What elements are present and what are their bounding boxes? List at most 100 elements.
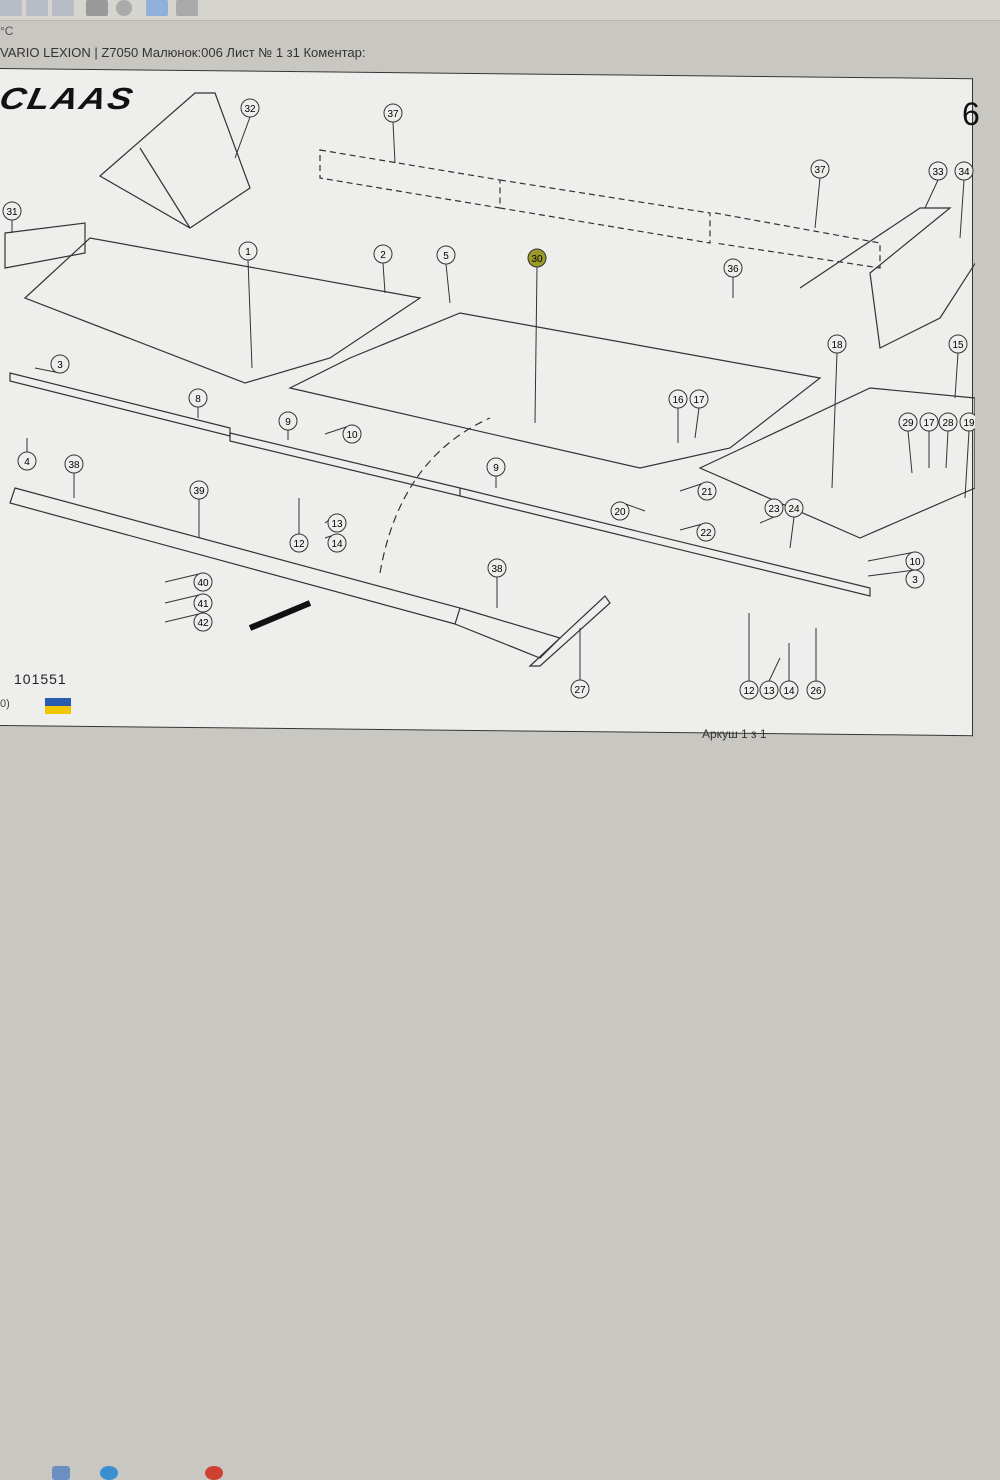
- callout-37[interactable]: 37: [810, 159, 830, 229]
- callout-13[interactable]: 13: [324, 513, 347, 533]
- callout-number: 29: [902, 418, 914, 429]
- forward-2-icon[interactable]: [52, 0, 74, 16]
- callout-10[interactable]: 10: [324, 424, 362, 444]
- part-rail-38: [454, 607, 562, 659]
- leader-line: [954, 352, 959, 399]
- callout-42[interactable]: 42: [164, 612, 213, 632]
- callout-number: 16: [672, 395, 684, 406]
- callout-41[interactable]: 41: [164, 593, 213, 613]
- callout-19[interactable]: 19: [959, 412, 975, 499]
- callout-circle: [278, 411, 298, 431]
- callout-37[interactable]: 37: [383, 103, 403, 164]
- callout-circle: [668, 389, 688, 409]
- callout-number: 17: [693, 395, 705, 406]
- callout-12[interactable]: 12: [289, 498, 309, 553]
- callout-circle: [723, 258, 743, 278]
- callout-13[interactable]: 13: [759, 657, 781, 700]
- callout-number: 34: [958, 167, 970, 178]
- callout-15[interactable]: 15: [948, 334, 968, 399]
- info-icon[interactable]: [116, 0, 132, 16]
- callout-38[interactable]: 38: [487, 558, 507, 608]
- callout-28[interactable]: 28: [938, 412, 958, 469]
- callout-40[interactable]: 40: [164, 572, 213, 592]
- part-tube-37: [319, 149, 881, 269]
- callout-4[interactable]: 4: [17, 438, 37, 471]
- ukraine-flag-icon[interactable]: [45, 698, 71, 714]
- part-bracket-32: [98, 92, 251, 229]
- callout-33[interactable]: 33: [924, 161, 948, 209]
- callout-23[interactable]: 23: [759, 498, 784, 524]
- callout-3[interactable]: 3: [34, 354, 70, 374]
- leader-line: [924, 179, 939, 209]
- callout-circle: [373, 244, 393, 264]
- files-icon[interactable]: [52, 1466, 70, 1480]
- callout-9[interactable]: 9: [278, 411, 298, 440]
- parts-diagram: 3237373334353112530361815381617291728199…: [2, 92, 975, 700]
- dashed-arrow: [379, 417, 491, 574]
- chrome-icon[interactable]: [205, 1466, 223, 1480]
- callout-32[interactable]: 32: [234, 98, 260, 159]
- leader-line: [768, 657, 781, 682]
- callout-17[interactable]: 17: [919, 412, 939, 468]
- callout-circle: [487, 558, 507, 578]
- callout-20[interactable]: 20: [610, 501, 646, 521]
- callout-circle: [759, 680, 779, 700]
- callout-circle: [327, 513, 347, 533]
- callout-circle: [527, 248, 547, 268]
- callout-22[interactable]: 22: [679, 522, 716, 542]
- callout-21[interactable]: 21: [679, 481, 717, 501]
- callout-38[interactable]: 38: [64, 454, 84, 498]
- arrow-direction: [248, 600, 312, 631]
- callout-36[interactable]: 36: [723, 258, 743, 298]
- callout-27[interactable]: 27: [570, 628, 590, 699]
- info-2-icon[interactable]: [176, 0, 198, 16]
- callout-34[interactable]: 34: [954, 161, 974, 239]
- callout-14[interactable]: 14: [324, 533, 347, 553]
- callout-number: 42: [197, 618, 209, 629]
- callout-3[interactable]: 3: [867, 569, 925, 589]
- callout-39[interactable]: 39: [189, 480, 209, 538]
- forward-icon[interactable]: [26, 0, 48, 16]
- callout-24[interactable]: 24: [784, 498, 804, 549]
- callout-14[interactable]: 14: [779, 643, 799, 700]
- callout-number: 13: [763, 686, 775, 697]
- back-icon[interactable]: [0, 0, 22, 16]
- callout-29[interactable]: 29: [898, 412, 918, 474]
- callout-circle: [238, 241, 258, 261]
- print-icon[interactable]: [86, 0, 108, 16]
- callout-9[interactable]: 9: [486, 457, 506, 488]
- callout-number: 36: [727, 264, 739, 275]
- callout-1[interactable]: 1: [238, 241, 258, 369]
- callout-circle: [779, 680, 799, 700]
- callout-18[interactable]: 18: [827, 334, 847, 489]
- select-arrow-icon[interactable]: [146, 0, 168, 16]
- callout-17[interactable]: 17: [689, 389, 709, 439]
- sheet-indicator: Аркуш 1 з 1: [702, 727, 767, 741]
- part-strip-31: [4, 222, 86, 269]
- unit-label: °C: [0, 24, 14, 38]
- callout-26[interactable]: 26: [806, 628, 826, 700]
- leader-line: [445, 263, 451, 304]
- leader-line: [234, 116, 251, 159]
- callout-number: 37: [814, 165, 826, 176]
- leader-line: [164, 572, 204, 583]
- callout-31[interactable]: 31: [2, 201, 22, 233]
- callout-number: 39: [193, 486, 205, 497]
- callout-16[interactable]: 16: [668, 389, 688, 443]
- part-bar-9: [229, 432, 871, 597]
- callout-number: 10: [346, 430, 358, 441]
- callout-circle: [948, 334, 968, 354]
- callout-12[interactable]: 12: [739, 613, 759, 700]
- callout-2[interactable]: 2: [373, 244, 393, 294]
- callout-circle: [610, 501, 630, 521]
- leader-line: [867, 551, 916, 562]
- edge-icon[interactable]: [100, 1466, 118, 1480]
- part-bracket-33: [799, 207, 975, 349]
- callout-number: 14: [783, 686, 795, 697]
- callout-10[interactable]: 10: [867, 551, 925, 571]
- callout-5[interactable]: 5: [436, 245, 456, 304]
- callout-number: 18: [831, 340, 843, 351]
- callout-30[interactable]: 30: [527, 248, 547, 424]
- callout-8[interactable]: 8: [188, 388, 208, 418]
- callout-number: 22: [700, 528, 712, 539]
